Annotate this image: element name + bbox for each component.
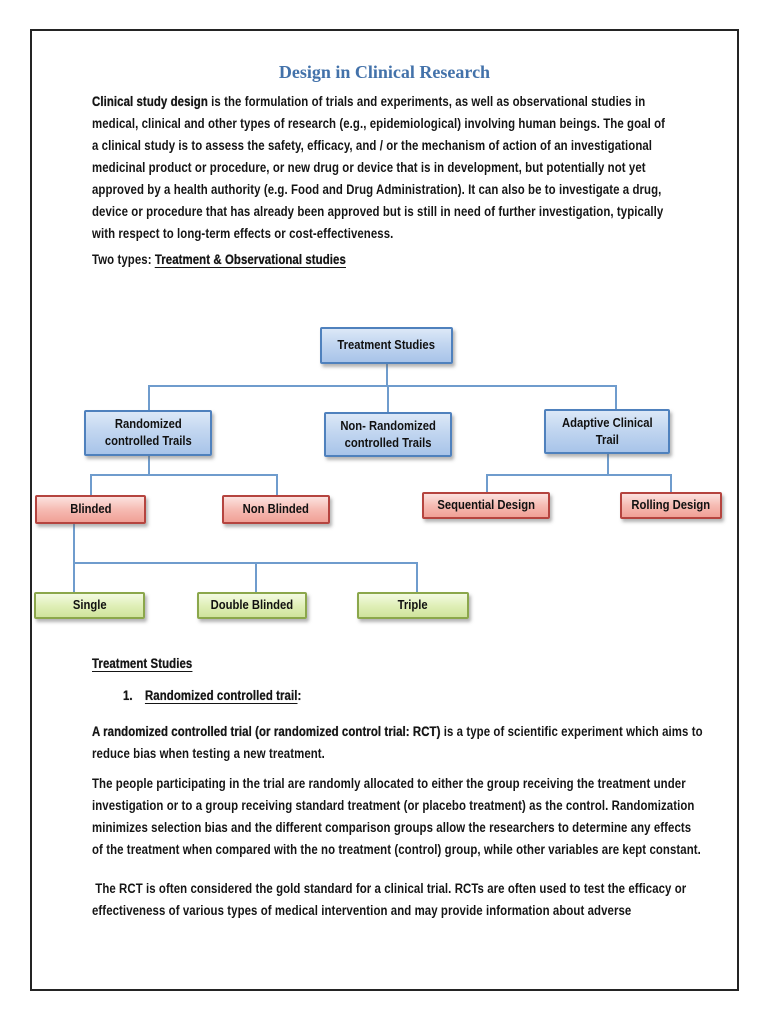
node-double-blinded-label: Double Blinded bbox=[210, 598, 294, 612]
two-types-line: Two types: Treatment & Observational stu… bbox=[92, 249, 671, 271]
section-heading: Treatment Studies bbox=[92, 653, 430, 675]
rct-allocation-paragraph: The people participating in the trial ar… bbox=[92, 776, 701, 857]
node-non-blinded: Non Blinded bbox=[222, 495, 330, 524]
connector-adaptive-down bbox=[607, 453, 609, 474]
node-treatment-studies-label: Treatment Studies bbox=[337, 338, 436, 352]
connector-to-blinded bbox=[90, 474, 92, 495]
connector-blinded-down bbox=[73, 524, 75, 562]
connector-blinded-horizontal bbox=[90, 474, 278, 476]
numbered-list-item: 1. Randomized controlled trail: bbox=[123, 685, 546, 707]
connector-to-single bbox=[73, 562, 75, 592]
node-sequential-label: Sequential Design bbox=[437, 498, 535, 512]
node-rolling-design: Rolling Design bbox=[620, 492, 722, 519]
node-non-blinded-label: Non Blinded bbox=[242, 502, 310, 516]
node-double-blinded: Double Blinded bbox=[197, 592, 307, 619]
two-types-prefix: Two types: bbox=[92, 252, 155, 267]
connector-randomized-down bbox=[148, 456, 150, 474]
node-rolling-label: Rolling Design bbox=[631, 498, 711, 512]
list-number: 1. bbox=[123, 688, 133, 703]
intro-lead-text: Clinical study design bbox=[92, 94, 208, 109]
rct-lead-text: A randomized controlled trial (or random… bbox=[92, 724, 441, 739]
node-non-randomized-controlled-trails: Non- Randomized controlled Trails bbox=[324, 412, 452, 457]
node-randomized-controlled-trails: Randomized controlled Trails bbox=[84, 410, 212, 456]
node-randomized-label: Randomized controlled Trails bbox=[104, 417, 192, 448]
connector-to-double-blinded bbox=[255, 562, 257, 592]
section-heading-text: Treatment Studies bbox=[92, 656, 193, 671]
connector-to-non-randomized bbox=[387, 385, 389, 412]
list-item-text: Randomized controlled trail: bbox=[145, 685, 301, 707]
connector-blinded-children-horizontal bbox=[73, 562, 418, 564]
node-non-randomized-label: Non- Randomized controlled Trails bbox=[340, 418, 436, 450]
node-single-label: Single bbox=[72, 598, 107, 612]
connector-to-non-blinded bbox=[276, 474, 278, 495]
two-types-emphasis: Treatment & Observational studies bbox=[154, 252, 346, 267]
page-title: Design in Clinical Research bbox=[278, 62, 491, 82]
node-blinded: Blinded bbox=[35, 495, 146, 524]
node-triple: Triple bbox=[357, 592, 469, 619]
rct-body-text: is a type of scientific experiment which… bbox=[92, 724, 703, 761]
connector-to-rolling bbox=[670, 474, 672, 492]
connector-level1-horizontal bbox=[148, 385, 616, 387]
intro-body-text: is the formulation of trials and experim… bbox=[92, 94, 666, 241]
list-item-title: Randomized controlled trail bbox=[144, 688, 298, 703]
rct-definition-paragraph: A randomized controlled trial (or random… bbox=[92, 721, 705, 765]
document-page: Design in Clinical Research Clinical stu… bbox=[30, 29, 739, 991]
node-adaptive-label: Adaptive Clinical Trail bbox=[561, 415, 653, 447]
rct-gold-standard-paragraph: The RCT is often considered the gold sta… bbox=[92, 881, 690, 918]
connector-adaptive-horizontal bbox=[486, 474, 672, 476]
connector-root-down bbox=[386, 364, 388, 385]
connector-to-sequential bbox=[486, 474, 488, 492]
connector-to-triple bbox=[416, 562, 418, 592]
list-item-colon: : bbox=[297, 688, 302, 703]
node-sequential-design: Sequential Design bbox=[422, 492, 550, 519]
node-treatment-studies: Treatment Studies bbox=[320, 327, 453, 364]
node-single: Single bbox=[34, 592, 145, 619]
connector-to-randomized bbox=[148, 385, 150, 410]
connector-to-adaptive bbox=[615, 385, 617, 410]
node-adaptive-clinical-trail: Adaptive Clinical Trail bbox=[544, 409, 670, 454]
node-triple-label: Triple bbox=[397, 598, 429, 612]
node-blinded-label: Blinded bbox=[69, 502, 112, 516]
intro-paragraph: Clinical study design is the formulation… bbox=[92, 91, 671, 245]
